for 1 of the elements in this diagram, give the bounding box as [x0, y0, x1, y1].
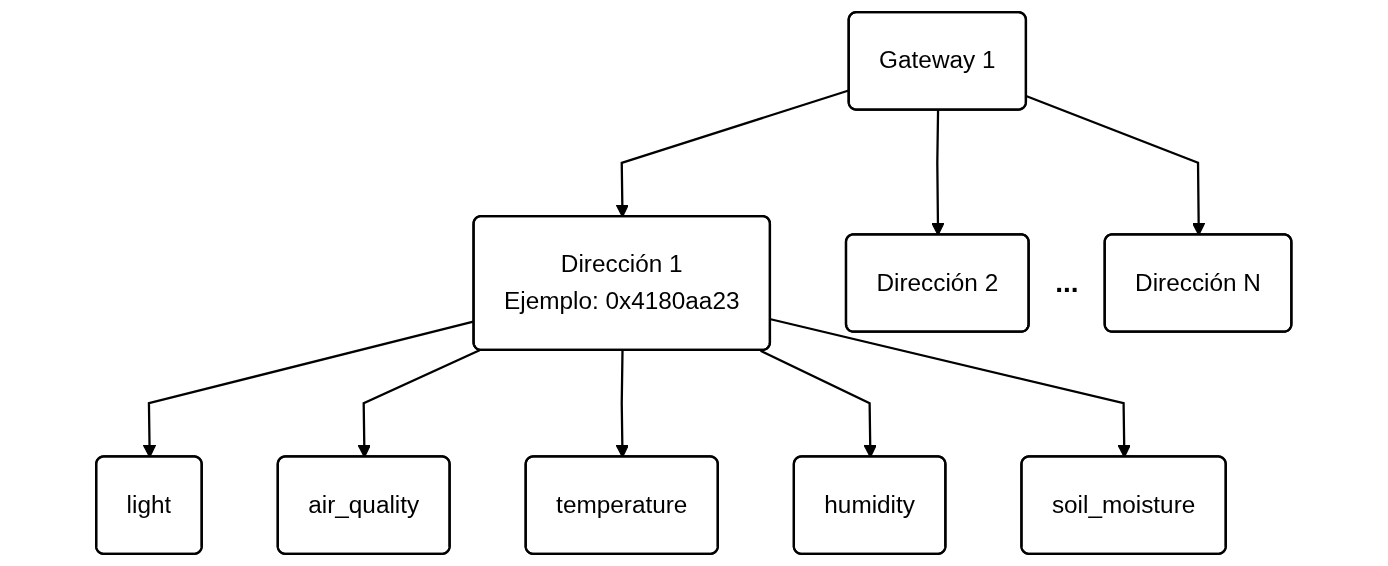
ellipsis-text: ...: [1055, 267, 1079, 299]
